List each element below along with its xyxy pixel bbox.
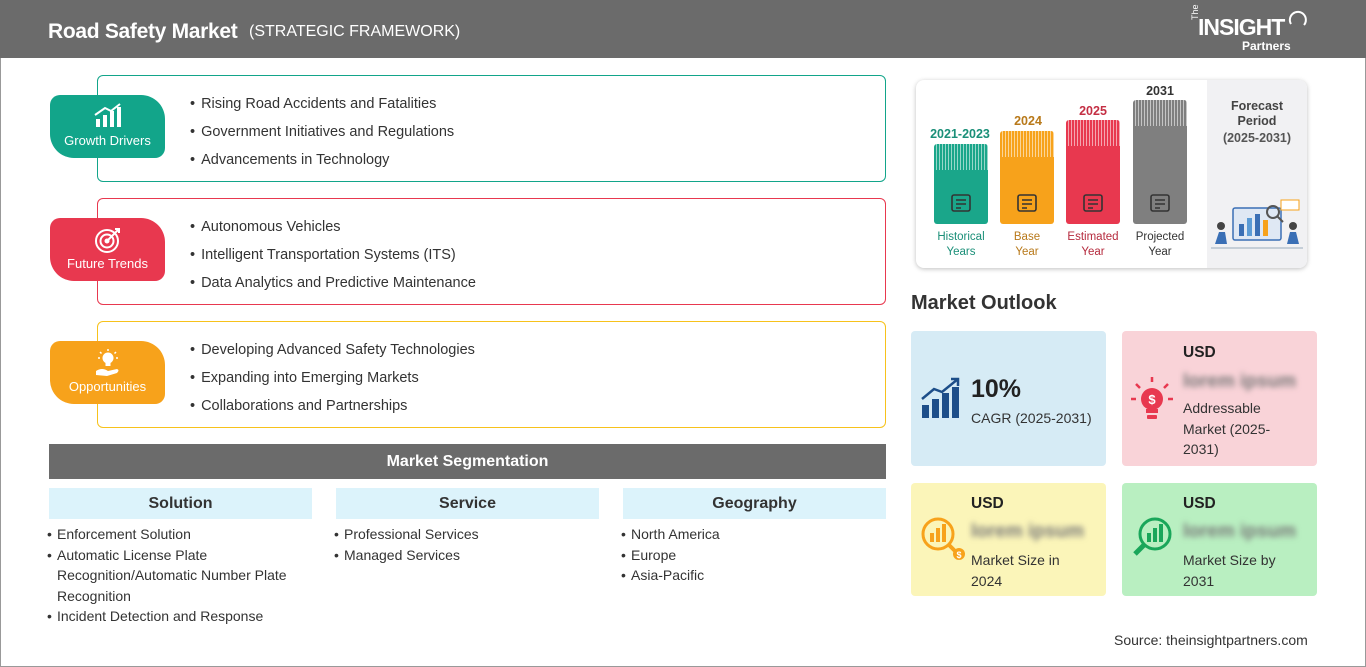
lightbulb-hand-icon — [96, 349, 119, 376]
list-item: Automatic License Plate Recognition/Auto… — [47, 545, 309, 607]
list-item: Asia-Pacific — [621, 565, 883, 586]
presentation-chart-icon — [1150, 194, 1170, 212]
list-item: Government Initiatives and Regulations — [190, 123, 454, 151]
segment-solution-heading: Solution — [49, 488, 312, 519]
opportunities-box: Developing Advanced Safety Technologies … — [97, 321, 886, 428]
timeline-year-label: 2031 — [1146, 84, 1174, 98]
segment-service-list: Professional Services Managed Services — [334, 524, 596, 565]
addressable-value: lorem ipsum — [1183, 371, 1296, 392]
svg-text:$: $ — [1148, 392, 1156, 407]
size-2024-value: lorem ipsum — [971, 521, 1084, 542]
opportunities-label: Opportunities — [68, 379, 147, 394]
growth-drivers-list: Rising Road Accidents and Fatalities Gov… — [190, 95, 454, 179]
growth-drivers-tag: Growth Drivers — [50, 95, 165, 158]
header-bar: Road Safety Market (STRATEGIC FRAMEWORK)… — [0, 0, 1366, 58]
list-item: Data Analytics and Predictive Maintenanc… — [190, 274, 476, 302]
target-icon — [95, 228, 120, 253]
forecast-range: (2025-2031) — [1222, 131, 1292, 145]
future-trends-label: Future Trends — [67, 256, 148, 271]
insight-partners-logo[interactable]: The INSIGHT Partners — [1190, 4, 1310, 54]
list-item: Professional Services — [334, 524, 596, 545]
timeline-label-line1: Projected — [1135, 231, 1185, 243]
source-note: Source: theinsightpartners.com — [1114, 632, 1308, 648]
forecast-period-panel: Forecast Period (2025-2031) — [1207, 80, 1307, 268]
timeline-label-line2: Year — [1081, 246, 1105, 258]
timeline-bar — [1066, 120, 1120, 224]
timeline-bar — [1133, 100, 1187, 224]
size-2031-value: lorem ipsum — [1183, 521, 1296, 542]
timeline-label-line1: Historical — [937, 231, 985, 243]
logo-swoosh-icon — [1288, 10, 1307, 26]
segment-service-heading: Service — [336, 488, 599, 519]
timeline-label-line2: Years — [946, 246, 976, 258]
growth-drivers-box: Rising Road Accidents and Fatalities Gov… — [97, 75, 886, 182]
list-item: Rising Road Accidents and Fatalities — [190, 95, 454, 123]
segment-geography-list: North America Europe Asia-Pacific — [621, 524, 883, 586]
growth-drivers-label: Growth Drivers — [64, 133, 151, 148]
magnifier-chart-icon — [1133, 517, 1172, 556]
period-label: Period — [1237, 114, 1277, 128]
list-item: Incident Detection and Response — [47, 606, 309, 627]
timeline-label-line1: Base — [1013, 231, 1041, 243]
addressable-currency: USD — [1183, 344, 1216, 361]
timeline-label-line1: Estimated — [1067, 231, 1119, 243]
size-2031-label: Market Size by 2031 — [1183, 552, 1276, 589]
timeline-bar — [1000, 131, 1054, 224]
history-clock-icon — [951, 194, 971, 212]
list-item: Collaborations and Partnerships — [190, 397, 475, 425]
page-title: Road Safety Market — [48, 20, 238, 43]
list-item: Developing Advanced Safety Technologies — [190, 341, 475, 369]
future-trends-list: Autonomous Vehicles Intelligent Transpor… — [190, 218, 476, 302]
list-item: Expanding into Emerging Markets — [190, 369, 475, 397]
logo-partners-text: Partners — [1242, 39, 1291, 53]
svg-text:$: $ — [956, 550, 961, 560]
segment-geography-heading: Geography — [623, 488, 886, 519]
lightbulb-dollar-icon: $ — [1131, 377, 1173, 419]
size-2031-currency: USD — [1183, 495, 1216, 512]
future-trends-box: Autonomous Vehicles Intelligent Transpor… — [97, 198, 886, 305]
cagr-value: 10% — [971, 375, 1022, 403]
list-item: Advancements in Technology — [190, 151, 454, 179]
list-item: Managed Services — [334, 545, 596, 566]
cagr-card: 10% CAGR (2025-2031) — [911, 331, 1106, 466]
future-trends-tag: Future Trends — [50, 218, 165, 281]
timeline-bar — [934, 144, 988, 224]
list-item: North America — [621, 524, 883, 545]
page-subtitle: (STRATEGIC FRAMEWORK) — [249, 23, 461, 40]
analytics-people-icon — [1211, 199, 1303, 249]
timeline-year-label: 2021-2023 — [930, 127, 990, 141]
logo-insight-text: INSIGHT — [1198, 14, 1285, 40]
timeline-year-label: 2024 — [1014, 114, 1042, 128]
size-2024-label: Market Size in 2024 — [971, 552, 1060, 589]
size-2024-currency: USD — [971, 495, 1004, 512]
opportunities-list: Developing Advanced Safety Technologies … — [190, 341, 475, 425]
timeline-year-label: 2025 — [1079, 104, 1107, 118]
growth-chart-icon — [921, 377, 960, 418]
list-item: Europe — [621, 545, 883, 566]
market-size-2031-card: USD lorem ipsum Market Size by 2031 — [1122, 483, 1317, 596]
forecast-label: Forecast — [1230, 99, 1284, 113]
list-item: Intelligent Transportation Systems (ITS) — [190, 246, 476, 274]
addressable-market-card: $ USD lorem ipsum Addressable Market (20… — [1122, 331, 1317, 466]
opportunities-tag: Opportunities — [50, 341, 165, 404]
calendar-icon — [1017, 194, 1037, 212]
timeline-label-line2: Year — [1148, 246, 1172, 258]
growth-chart-icon — [94, 103, 121, 127]
list-item: Enforcement Solution — [47, 524, 309, 545]
gear-dollar-icon — [1083, 194, 1103, 212]
magnifier-chart-icon: $ — [921, 517, 965, 560]
list-item: Autonomous Vehicles — [190, 218, 476, 246]
segment-solution-list: Enforcement Solution Automatic License P… — [47, 524, 309, 627]
market-outlook-title: Market Outlook — [911, 292, 1057, 314]
cagr-label: CAGR (2025-2031) — [971, 410, 1092, 426]
timeline-label-line2: Year — [1015, 246, 1039, 258]
addressable-label: Addressable Market (2025-2031) — [1183, 400, 1271, 457]
market-size-2024-card: $ USD lorem ipsum Market Size in 2024 — [911, 483, 1106, 596]
market-segmentation-bar: Market Segmentation — [49, 444, 886, 479]
